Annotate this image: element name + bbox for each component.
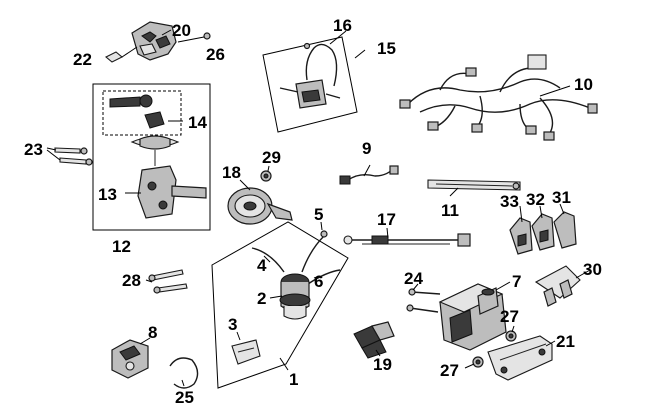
callout-17: 17 bbox=[377, 210, 396, 229]
bracket-part-11 bbox=[427, 179, 521, 191]
ignition-set-frame bbox=[92, 83, 211, 231]
cable-part-17 bbox=[343, 233, 471, 247]
bolts-part-24 bbox=[406, 288, 441, 313]
callout-18: 18 bbox=[222, 163, 241, 182]
coil-unit-part-7 bbox=[438, 283, 507, 351]
callout-2: 2 bbox=[257, 289, 267, 308]
screw-part-22 bbox=[105, 46, 138, 63]
leader-lines bbox=[125, 29, 591, 387]
nuts-part-27 bbox=[472, 330, 517, 368]
callout-31: 31 bbox=[552, 188, 571, 207]
callout-26: 26 bbox=[206, 45, 225, 64]
bracket-part-21 bbox=[487, 335, 553, 381]
callout-21: 21 bbox=[556, 332, 575, 351]
callout-22: 22 bbox=[73, 50, 92, 69]
cap-part-8 bbox=[111, 339, 149, 379]
nut-part-29 bbox=[260, 170, 272, 182]
callout-24: 24 bbox=[404, 269, 423, 288]
key-part-14 bbox=[109, 94, 180, 150]
ignition-coil-part-2 bbox=[279, 273, 311, 320]
callout-27-upper: 27 bbox=[500, 307, 519, 326]
connector-part-19 bbox=[353, 321, 395, 359]
handlebar-switch-part-20 bbox=[131, 21, 177, 61]
callout-8: 8 bbox=[148, 323, 158, 342]
callout-14: 14 bbox=[188, 113, 207, 132]
leader-16 bbox=[329, 30, 347, 45]
callout-32: 32 bbox=[526, 190, 545, 209]
callout-7: 7 bbox=[512, 272, 522, 291]
callout-4: 4 bbox=[257, 256, 267, 275]
callout-27-lower: 27 bbox=[440, 361, 459, 380]
coil-group-frame bbox=[211, 221, 349, 389]
horn-part-18 bbox=[227, 187, 293, 225]
callout-29: 29 bbox=[262, 148, 281, 167]
callout-13: 13 bbox=[98, 185, 117, 204]
callout-1: 1 bbox=[289, 370, 299, 389]
callout-15: 15 bbox=[377, 39, 396, 58]
callout-28: 28 bbox=[122, 271, 141, 290]
callout-11: 11 bbox=[441, 201, 459, 220]
spark-plug-wires-parts-4-6 bbox=[251, 230, 341, 285]
callout-16: 16 bbox=[333, 16, 352, 35]
fuse-part-30 bbox=[534, 265, 581, 307]
callout-25: 25 bbox=[175, 388, 194, 407]
sensor-part-9 bbox=[339, 165, 399, 185]
callout-33: 33 bbox=[500, 192, 519, 211]
callout-10: 10 bbox=[574, 75, 593, 94]
regulator-part-15 bbox=[262, 36, 358, 133]
circlip-part-25 bbox=[169, 357, 199, 389]
callout-6: 6 bbox=[314, 272, 324, 291]
fuse-holder-parts-31-33 bbox=[509, 211, 577, 255]
callout-30: 30 bbox=[583, 260, 602, 279]
callout-23: 23 bbox=[24, 140, 43, 159]
bolts-part-23 bbox=[46, 147, 93, 166]
clip-part-3 bbox=[231, 339, 261, 365]
callout-19: 19 bbox=[373, 355, 392, 374]
ignition-lock-part-13 bbox=[137, 150, 207, 219]
callout-3: 3 bbox=[228, 315, 238, 334]
wiring-harness-part-10 bbox=[399, 54, 598, 141]
callout-5: 5 bbox=[314, 205, 324, 224]
screws-part-28 bbox=[148, 269, 188, 294]
callout-9: 9 bbox=[362, 139, 372, 158]
callout-20: 20 bbox=[172, 21, 191, 40]
screw-part-26 bbox=[177, 32, 211, 43]
callout-12: 12 bbox=[112, 237, 131, 256]
